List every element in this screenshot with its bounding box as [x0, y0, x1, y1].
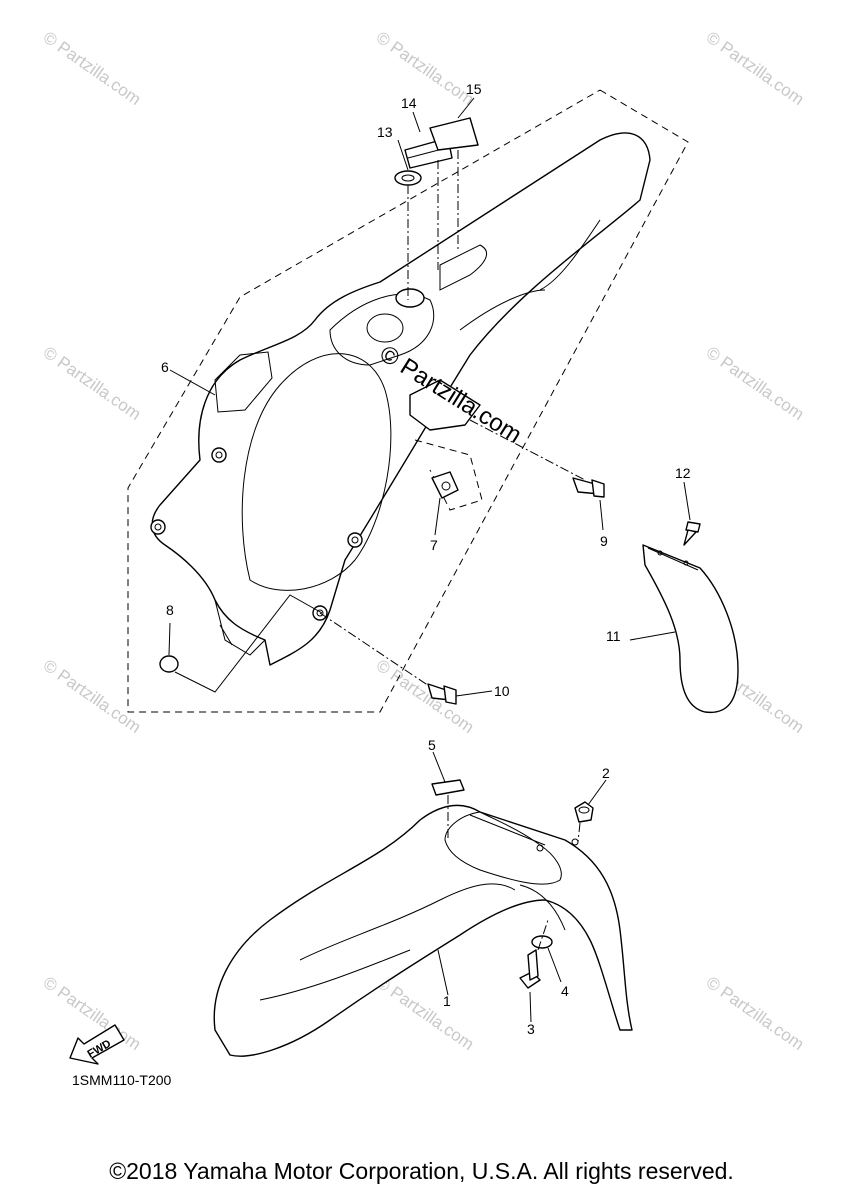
leader-dashed [319, 612, 433, 689]
collar-part-8[interactable] [159, 655, 179, 673]
label-part-15[interactable] [429, 117, 479, 151]
callout-15: 15 [466, 81, 482, 97]
callout-12: 12 [675, 465, 691, 481]
callout-leaders [168, 97, 691, 1023]
callout-11: 11 [606, 628, 621, 644]
fwd-arrow-icon: FWD [69, 1024, 125, 1065]
front-fender[interactable] [213, 804, 633, 1057]
leader-dashed [407, 150, 459, 300]
grommet-part-13[interactable] [394, 170, 422, 186]
callout-14: 14 [401, 95, 417, 111]
callout-7: 7 [430, 537, 438, 553]
watermark: © Partzilla.com [703, 343, 808, 424]
collar-part-2[interactable] [574, 801, 594, 823]
watermark: © Partzilla.com [373, 28, 478, 109]
assembly-boundary [127, 89, 689, 713]
rear-fender[interactable] [150, 132, 651, 666]
watermark: © Partzilla.com [40, 28, 145, 109]
watermark: © Partzilla.com [373, 973, 478, 1054]
diagram-code: 1SMM110-T200 [72, 1072, 172, 1088]
callout-6: 6 [161, 359, 169, 375]
bolt-part-9[interactable] [572, 477, 605, 498]
callout-labels: 1 2 3 4 5 6 7 8 9 10 11 12 13 14 15 [161, 81, 691, 1037]
callout-1: 1 [443, 993, 451, 1009]
callout-5: 5 [428, 737, 436, 753]
callout-2: 2 [602, 765, 610, 781]
washer-part-4[interactable] [531, 935, 553, 949]
leader-dashed [537, 919, 549, 951]
assembly-boundary [414, 439, 483, 511]
bolt-part-10[interactable] [427, 683, 457, 705]
callout-13: 13 [377, 124, 393, 140]
decal-part-5[interactable] [431, 779, 465, 796]
callout-3: 3 [527, 1021, 535, 1037]
callout-10: 10 [494, 683, 510, 699]
leader-dashed [577, 822, 581, 843]
bolt-part-3[interactable] [519, 949, 541, 989]
leader-dashed [469, 419, 586, 481]
watermark: © Partzilla.com [40, 656, 145, 737]
callout-9: 9 [600, 533, 608, 549]
mud-flap-part-11[interactable] [642, 544, 739, 714]
watermark: © Partzilla.com [40, 343, 145, 424]
watermark: © Partzilla.com [703, 973, 808, 1054]
watermark: © Partzilla.com [703, 28, 808, 109]
callout-8: 8 [166, 602, 174, 618]
nut-part-7[interactable] [431, 471, 459, 499]
copyright-notice: ©2018 Yamaha Motor Corporation, U.S.A. A… [109, 1158, 734, 1184]
screw-part-12[interactable] [683, 521, 701, 546]
callout-4: 4 [561, 983, 569, 999]
leader-line [174, 594, 323, 693]
